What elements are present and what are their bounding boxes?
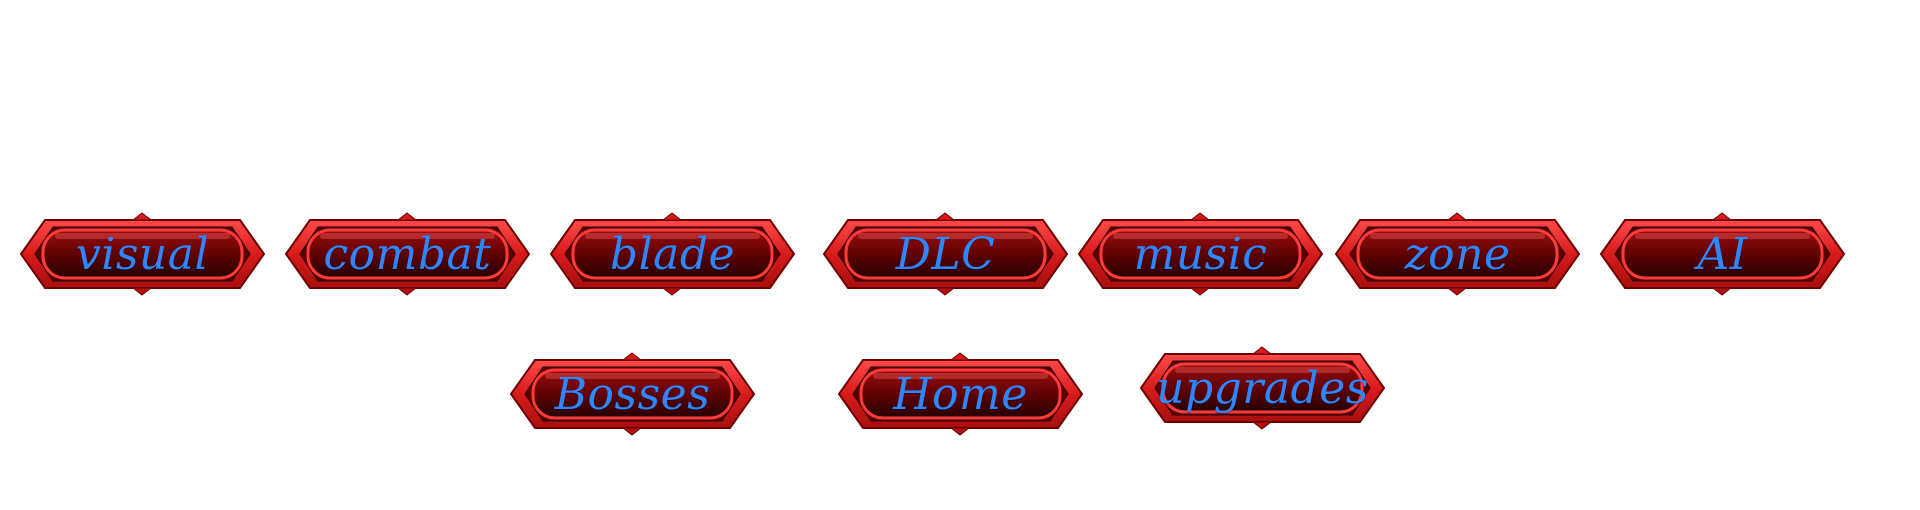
button-frame xyxy=(822,211,1069,297)
combat-button[interactable]: combat xyxy=(280,211,535,297)
music-button[interactable]: music xyxy=(1073,211,1328,297)
button-frame xyxy=(837,351,1084,437)
button-frame xyxy=(19,211,266,297)
button-frame xyxy=(1599,211,1846,297)
button-frame xyxy=(1334,211,1581,297)
upgrades-button[interactable]: upgrades xyxy=(1135,345,1390,431)
dlc-button[interactable]: DLC xyxy=(818,211,1073,297)
button-frame xyxy=(284,211,531,297)
visual-button[interactable]: visual xyxy=(15,211,270,297)
button-frame xyxy=(1077,211,1324,297)
zone-button[interactable]: zone xyxy=(1330,211,1585,297)
ai-button[interactable]: AI xyxy=(1595,211,1850,297)
button-frame xyxy=(509,351,756,437)
bosses-button[interactable]: Bosses xyxy=(505,351,760,437)
button-frame xyxy=(549,211,796,297)
button-frame xyxy=(1139,345,1386,431)
home-button[interactable]: Home xyxy=(833,351,1088,437)
blade-button[interactable]: blade xyxy=(545,211,800,297)
